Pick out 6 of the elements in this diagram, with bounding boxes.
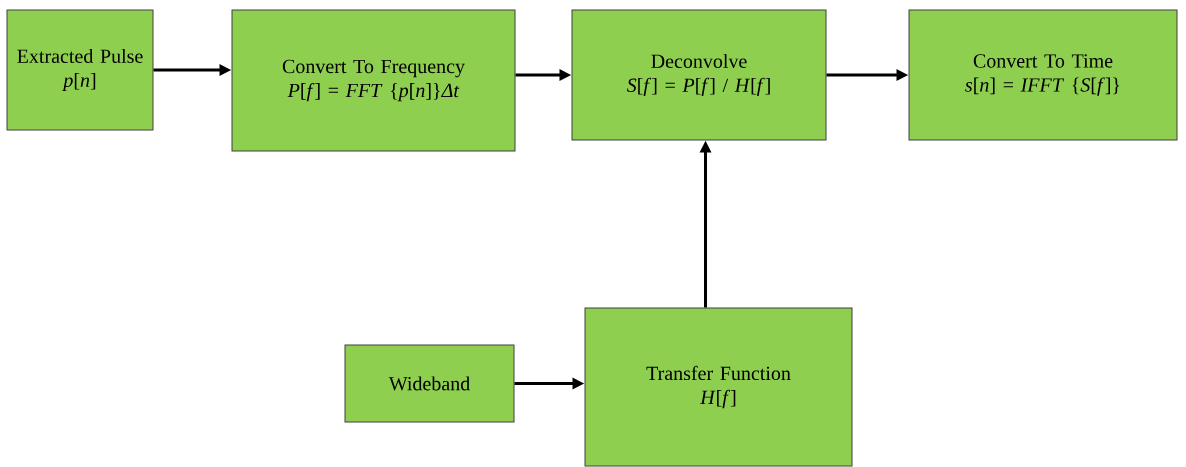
process-box: Convert To Time s[n] = IFFT {S[f]} <box>908 9 1178 141</box>
process-box: Wideband <box>344 344 515 423</box>
process-box: Deconvolve S[f] = P[f] / H[f] <box>571 9 827 141</box>
process-box: Transfer Function H[f] <box>584 307 853 467</box>
process-box: Extracted Pulse p[n] <box>6 9 154 131</box>
process-box: Convert To Frequency P[f] = FFT {p[n]}Δt <box>231 9 516 152</box>
